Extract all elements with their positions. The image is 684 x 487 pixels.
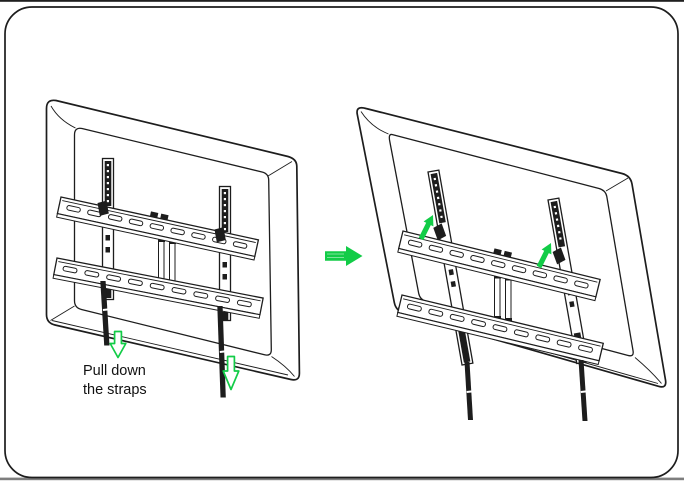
- up-arrow-icon: [418, 215, 434, 241]
- mounting-rail-upper: [397, 230, 601, 302]
- caption-line-1: Pull down: [83, 363, 146, 379]
- up-arrow-icon: [536, 243, 552, 269]
- arm-hook-right: [552, 247, 566, 265]
- tv-back-before: [45, 99, 301, 398]
- mounting-rail-lower: [396, 294, 605, 366]
- strap-right: [217, 306, 226, 398]
- tv-inner-panel: [388, 133, 634, 357]
- tv-back-after: [356, 106, 667, 421]
- top-border-line: [0, 0, 684, 2]
- right-arrow-icon: [325, 246, 363, 266]
- strap-left: [464, 362, 473, 420]
- down-arrow-icon: [109, 330, 127, 359]
- caption-line-2: the straps: [83, 382, 147, 398]
- arm-hook-left: [97, 200, 109, 216]
- figure-panel-border: [4, 6, 679, 479]
- tv-outline: [356, 106, 667, 388]
- tv-bezel-corner-lines: [50, 105, 295, 377]
- arm-hook-right: [214, 227, 226, 243]
- tv-inner-panel: [73, 127, 272, 356]
- caption: Pull down the straps: [83, 362, 147, 400]
- down-arrow-icon: [222, 355, 240, 391]
- center-lock-plate: [494, 274, 512, 322]
- arm-hook-left: [433, 223, 447, 241]
- tv-outline: [45, 99, 301, 381]
- strap-left: [100, 281, 110, 346]
- strap-right: [578, 360, 588, 421]
- bottom-border-line: [0, 477, 684, 481]
